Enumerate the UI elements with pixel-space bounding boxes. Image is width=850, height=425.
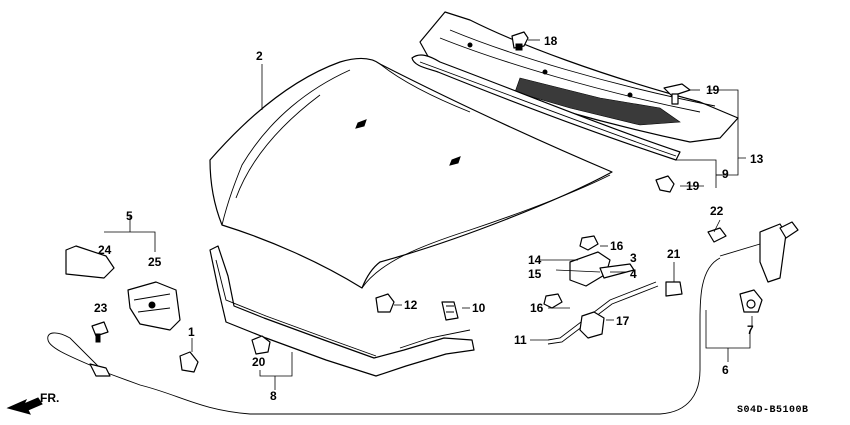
callout-14: 14	[528, 253, 542, 267]
callout-15: 15	[528, 267, 542, 281]
drawing-code: S04D-B5100B	[737, 405, 809, 416]
weatherstrip	[411, 54, 681, 161]
clip-16-lower	[543, 293, 563, 309]
hood-latch	[127, 281, 181, 331]
clip-16-upper	[579, 235, 599, 251]
rod-holder-17	[579, 311, 605, 339]
cable-guide-1	[179, 351, 199, 373]
hinge-bracket	[569, 251, 635, 287]
clip-22	[707, 227, 727, 243]
callout-22: 22	[710, 204, 724, 218]
release-cable	[47, 257, 721, 415]
callout-5: 5	[126, 209, 133, 223]
callout-10: 10	[472, 301, 486, 315]
callout-13: 13	[750, 152, 764, 166]
leader-lines	[104, 39, 753, 390]
callout-labels: 2 18 19 13 9 19 5 24 25 23 1 12 10 20 8 …	[94, 34, 764, 403]
callout-9: 9	[722, 167, 729, 181]
clip-19-lower	[655, 175, 675, 193]
callout-12: 12	[404, 298, 418, 312]
callout-1: 1	[188, 325, 195, 339]
grommet-21	[665, 281, 683, 297]
callout-6: 6	[722, 363, 729, 377]
clip-20	[251, 335, 271, 355]
release-handle	[719, 221, 799, 283]
callout-23: 23	[94, 301, 108, 315]
callout-19-lower: 19	[686, 179, 700, 193]
callout-25: 25	[148, 255, 162, 269]
callout-18: 18	[544, 34, 558, 48]
hood-panel	[209, 57, 613, 289]
nut-12	[375, 293, 395, 313]
callout-21: 21	[667, 247, 681, 261]
hood-seal	[209, 245, 475, 377]
callout-11: 11	[514, 333, 527, 347]
bolt-23	[91, 321, 109, 343]
grommet-7	[739, 289, 763, 313]
callout-17: 17	[616, 314, 630, 328]
callout-24: 24	[98, 243, 112, 257]
callout-2: 2	[256, 49, 263, 63]
latch-hook	[65, 245, 115, 279]
callout-3: 3	[630, 251, 637, 265]
clip-19-upper	[663, 83, 691, 105]
callout-16-lower: 16	[530, 301, 544, 315]
callout-7: 7	[747, 323, 754, 337]
callout-4: 4	[630, 267, 637, 281]
direction-label: FR.	[40, 391, 59, 405]
callout-16-upper: 16	[610, 239, 624, 253]
bumper-10	[441, 301, 459, 321]
front-direction-arrow-icon: FR.	[6, 391, 59, 415]
callout-19-upper: 19	[706, 83, 720, 97]
callout-20: 20	[252, 355, 266, 369]
callout-8: 8	[270, 389, 277, 403]
clip-18	[511, 31, 529, 51]
support-rod	[547, 281, 659, 345]
